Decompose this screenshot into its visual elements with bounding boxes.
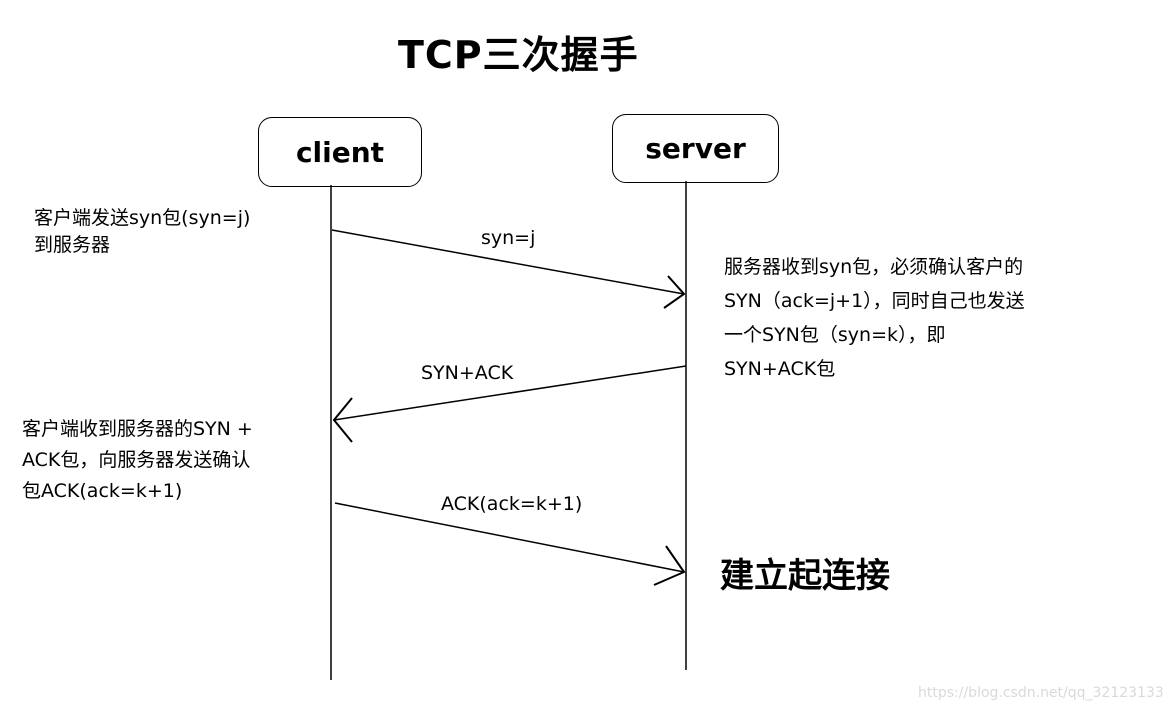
note-line: 客户端发送syn包(syn=j) xyxy=(34,207,251,229)
ack-message-label: ACK(ack=k+1) xyxy=(441,493,583,515)
syn-arrow xyxy=(331,229,685,295)
client-label: client xyxy=(295,135,385,169)
syn-message-label: syn=j xyxy=(481,227,536,249)
server-node: server xyxy=(612,114,779,183)
synack-arrow xyxy=(333,365,687,421)
note-line: SYN（ack=j+1），同时自己也发送 xyxy=(724,290,1025,312)
synack-arrowhead xyxy=(332,397,353,443)
server-label: server xyxy=(645,132,746,165)
note-line: 服务器收到syn包，必须确认客户的 xyxy=(724,256,1024,278)
watermark: https://blog.csdn.net/qq_32123133 xyxy=(918,685,1164,701)
synack-message-label: SYN+ACK xyxy=(421,362,514,384)
note-line: 一个SYN包（syn=k），即 xyxy=(724,324,946,346)
connection-established-label: 建立起连接 xyxy=(720,556,890,596)
note-line: 客户端收到服务器的SYN + xyxy=(22,418,253,440)
client-receive-synack-note: 客户端收到服务器的SYN + ACK包，向服务器发送确认 包ACK(ack=k+… xyxy=(22,414,253,507)
ack-arrowhead xyxy=(653,545,686,586)
server-receive-syn-note: 服务器收到syn包，必须确认客户的 SYN（ack=j+1），同时自己也发送 一… xyxy=(724,250,1025,386)
note-line: 到服务器 xyxy=(34,234,111,256)
note-line: ACK包，向服务器发送确认 xyxy=(22,449,251,471)
ack-arrow xyxy=(334,502,685,573)
note-line: 包ACK(ack=k+1) xyxy=(22,480,183,502)
client-node: client xyxy=(258,117,422,187)
client-send-syn-note: 客户端发送syn包(syn=j) 到服务器 xyxy=(34,205,250,259)
syn-arrowhead xyxy=(663,275,686,309)
note-line: SYN+ACK包 xyxy=(724,358,836,380)
page-title: TCP三次握手 xyxy=(398,33,639,77)
